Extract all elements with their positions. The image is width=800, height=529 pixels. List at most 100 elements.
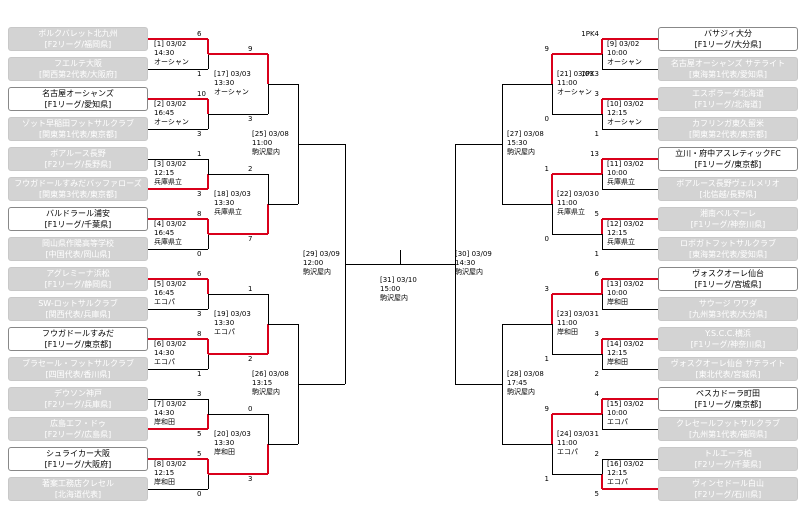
right-r2-line <box>552 53 602 55</box>
left-r1-score-bottom: 3 <box>197 310 202 318</box>
right-r2-score-top: 1 <box>544 165 549 173</box>
right-r2-line <box>551 54 553 84</box>
left-qf-match-1-time: 11:00 <box>252 139 273 147</box>
left-r1-score-bottom: 1 <box>197 370 202 378</box>
right-r1-line <box>601 414 603 429</box>
left-r2-match-3-venue: エコパ <box>214 328 235 336</box>
right-r2-line <box>552 353 602 355</box>
right-team-4[interactable]: カフリンガ東久留米[関東第2代表/東京都] <box>658 117 798 141</box>
right-sf-line <box>454 144 456 384</box>
left-r1-match-1-number: [1] 03/02 <box>154 40 187 48</box>
right-team-9[interactable]: ヴォスクオーレ仙台[F1リーグ/宮城県] <box>658 267 798 291</box>
left-team-8[interactable]: 岡山県作陽高等学校[中国代表/岡山県] <box>8 237 148 261</box>
team-name: ブラセール・フットサルクラブ <box>22 359 134 368</box>
right-r2-line <box>552 173 602 175</box>
left-team-9[interactable]: アグレミーナ浜松[F1リーグ/静岡県] <box>8 267 148 291</box>
left-team-2[interactable]: フエルテ大阪[関西第2代表/大阪府] <box>8 57 148 81</box>
team-name: 名古屋オーシャンズ サテライト <box>670 59 786 68</box>
team-affiliation: [中国代表/岡山県] <box>45 250 111 259</box>
left-sf-line <box>298 383 345 385</box>
left-team-3[interactable]: 名古屋オーシャンズ[F1リーグ/愛知県] <box>8 87 148 111</box>
right-team-1[interactable]: バサジィ大分[F1リーグ/大分県] <box>658 27 798 51</box>
right-r1-line <box>601 474 603 489</box>
right-r1-score-bottom: 1 <box>594 430 599 438</box>
team-affiliation: [F1リーグ/静岡県] <box>44 280 112 289</box>
right-qf-match-1-venue: 駒沢屋内 <box>507 148 535 156</box>
right-team-14[interactable]: クレセールフットサルクラブ[九州第1代表/福岡県] <box>658 417 798 441</box>
right-r1-line <box>601 354 603 369</box>
left-r2-score-bottom: 7 <box>248 235 253 243</box>
right-r2-score-bottom: 1 <box>544 475 549 483</box>
left-r1-line <box>148 188 208 190</box>
left-r1-line <box>207 234 209 249</box>
right-team-2[interactable]: 名古屋オーシャンズ サテライト [東海第1代表/愛知県] <box>658 57 798 81</box>
right-team-6[interactable]: ボアルース長野ヴェルメリオ [北信越/長野県] <box>658 177 798 201</box>
right-r1-line <box>601 459 603 474</box>
team-affiliation: [関東第3代表/東京都] <box>38 190 118 199</box>
left-team-12[interactable]: ブラセール・フットサルクラブ[四国代表/香川県] <box>8 357 148 381</box>
right-r2-line <box>552 113 602 115</box>
left-team-1[interactable]: ボルクバレット北九州[F2リーグ/福岡県] <box>8 27 148 51</box>
right-r2-line <box>552 293 602 295</box>
left-r1-line <box>148 278 208 280</box>
right-r1-line <box>602 338 658 340</box>
team-affiliation: [F1リーグ/東京都] <box>694 400 762 409</box>
right-team-7[interactable]: 湘南ベルマーレ[F1リーグ/神奈川県] <box>658 207 798 231</box>
left-r1-line <box>148 218 208 220</box>
right-team-13[interactable]: ペスカドーラ町田[F1リーグ/東京都] <box>658 387 798 411</box>
right-r1-score-bottom: 2 <box>594 370 599 378</box>
right-r1-score-bottom: 1 <box>594 130 599 138</box>
left-r2-score-bottom: 2 <box>248 355 253 363</box>
left-r2-line <box>208 53 268 55</box>
left-r1-match-8-venue: 岸和田 <box>154 478 175 486</box>
right-team-15[interactable]: トルエーラ柏[F2リーグ/千葉県] <box>658 447 798 471</box>
right-r1-match-7-time: 10:00 <box>607 409 628 417</box>
left-team-15[interactable]: シュライカー大阪[F1リーグ/大阪府] <box>8 447 148 471</box>
right-r1-line <box>602 368 658 370</box>
right-r1-line <box>601 54 603 69</box>
left-r1-score-bottom: 3 <box>197 190 202 198</box>
right-team-12[interactable]: ヴォスクオーレ仙台 サテライト[東北代表/宮城県] <box>658 357 798 381</box>
team-affiliation: [九州第1代表/福岡県] <box>688 430 768 439</box>
right-team-10[interactable]: サウージ ワワダ[九州第3代表/大分県] <box>658 297 798 321</box>
left-r1-match-2-number: [2] 03/02 <box>154 100 187 108</box>
left-r1-score-top: 8 <box>197 210 202 218</box>
left-team-4[interactable]: ゾット早稲田フットサルクラブ[関東第1代表/東京都] <box>8 117 148 141</box>
right-team-3[interactable]: エスポラーダ北海道[F1リーグ/北海道] <box>658 87 798 111</box>
left-team-11[interactable]: フウガドールすみだ[F1リーグ/東京都] <box>8 327 148 351</box>
right-sf-line <box>455 143 502 145</box>
left-r2-line <box>267 174 269 204</box>
right-r2-line <box>552 233 602 235</box>
team-affiliation: [F1リーグ/神奈川県] <box>690 340 766 349</box>
right-qf-match-2-number: [28] 03/08 <box>507 370 544 378</box>
team-name: カフリンガ東久留米 <box>692 119 764 128</box>
left-team-6[interactable]: フウガドールすみだバッファローズ[関東第3代表/東京都] <box>8 177 148 201</box>
right-r1-match-4-number: [12] 03/02 <box>607 220 644 228</box>
team-affiliation: [北信越/長野県] <box>699 190 757 199</box>
left-team-14[interactable]: 広島エフ・ドゥ[F2リーグ/広島県] <box>8 417 148 441</box>
left-r1-match-5-venue: エコパ <box>154 298 175 306</box>
right-team-11[interactable]: Y.S.C.C.横浜[F1リーグ/神奈川県] <box>658 327 798 351</box>
left-team-13[interactable]: デウソン神戸[F2リーグ/兵庫県] <box>8 387 148 411</box>
right-r1-line <box>601 99 603 114</box>
team-name: ボアルース長野ヴェルメリオ <box>676 179 780 188</box>
right-team-16[interactable]: ヴィンセドール白山[F2リーグ/石川県] <box>658 477 798 501</box>
right-r3-line <box>501 84 503 204</box>
left-team-7[interactable]: バルドラール浦安[F1リーグ/千葉県] <box>8 207 148 231</box>
left-r2-match-4-venue: 岸和田 <box>214 448 235 456</box>
left-r1-line <box>207 414 209 429</box>
team-affiliation: [東海第1代表/愛知県] <box>688 70 768 79</box>
left-r1-score-bottom: 0 <box>197 490 202 498</box>
final-match-time: 15:00 <box>380 285 401 293</box>
right-r1-match-3-venue: 兵庫県立 <box>607 178 635 186</box>
team-name: SW-ロットサルクラブ <box>38 299 118 308</box>
left-team-10[interactable]: SW-ロットサルクラブ[関西代表/兵庫県] <box>8 297 148 321</box>
right-team-5[interactable]: 立川・府中アスレティックFC[F1リーグ/東京都] <box>658 147 798 171</box>
right-r2-line <box>552 473 602 475</box>
team-affiliation: [F2リーグ/兵庫県] <box>44 400 112 409</box>
left-team-16[interactable]: 著案工務店クレセル[北海道代表] <box>8 477 148 501</box>
left-team-5[interactable]: ボアルース長野[F2リーグ/長野県] <box>8 147 148 171</box>
team-name: ボアルース長野 <box>50 149 106 158</box>
right-team-8[interactable]: ロボガトフットサルクラブ[東海第2代表/愛知県] <box>658 237 798 261</box>
right-r1-line <box>601 159 603 174</box>
